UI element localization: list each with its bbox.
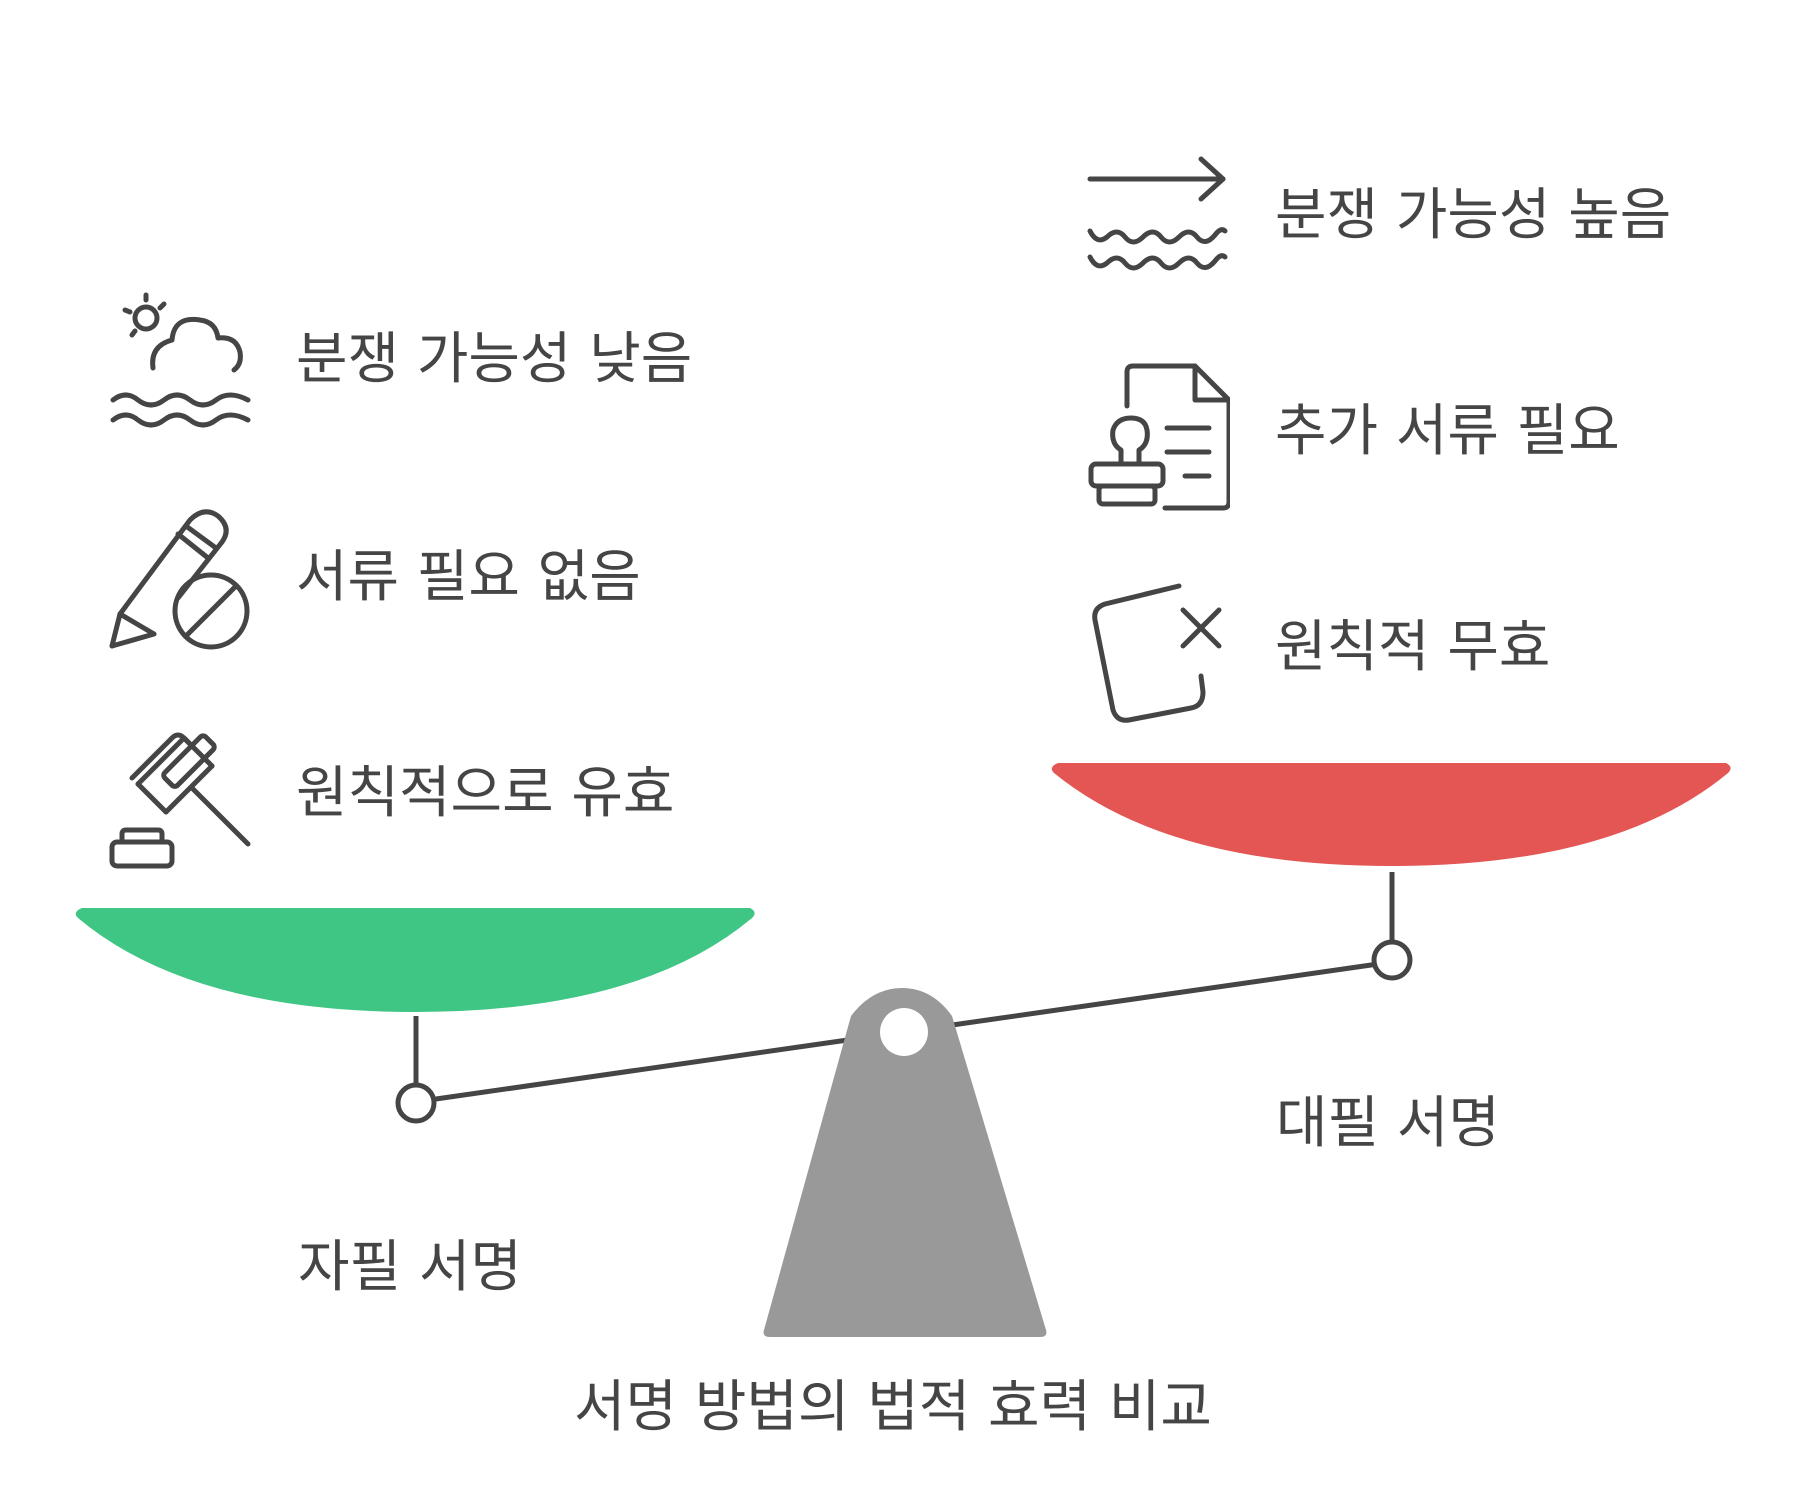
calm-weather-icon [108,290,253,430]
rising-waves-icon [1085,155,1230,280]
no-pen-icon [108,504,253,654]
right-pan [1051,763,1731,866]
left-pivot-ring [395,1082,437,1124]
fulcrum-hole [880,1008,928,1056]
left-item-2-label: 서류 필요 없음 [296,545,641,610]
stamped-document-icon [1085,362,1230,512]
right-item-1-label: 분쟁 가능성 높음 [1275,183,1672,248]
right-pivot-ring [1371,939,1413,981]
left-side-name: 자필 서명 [298,1235,522,1300]
left-item-3-label: 원칙적으로 유효 [296,761,675,826]
right-side-name: 대필 서명 [1276,1091,1500,1156]
right-item-3-label: 원칙적 무효 [1275,615,1551,680]
fulcrum [763,988,1047,1337]
left-pan [75,908,755,1012]
gavel-icon [108,722,253,872]
void-document-icon [1085,580,1230,725]
right-item-2-label: 추가 서류 필요 [1275,399,1620,464]
diagram-title: 서명 방법의 법적 효력 비교 [574,1375,1212,1440]
left-item-1-label: 분쟁 가능성 낮음 [296,327,693,392]
